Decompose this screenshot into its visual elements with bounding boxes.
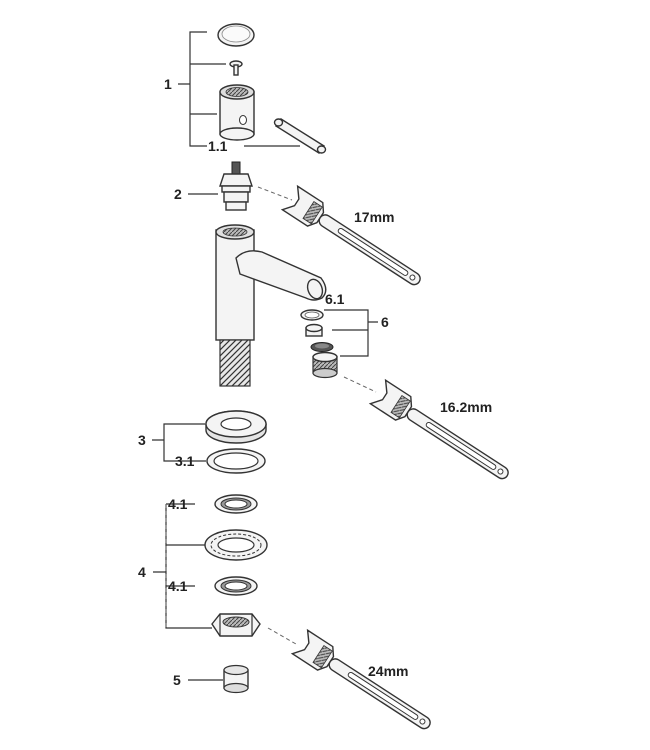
label-1-1: 1.1 <box>208 138 228 154</box>
wrench-16-2mm-size: 16.2mm <box>440 399 492 415</box>
label-3: 3 <box>138 432 146 448</box>
label-6: 6 <box>381 314 389 330</box>
bracket-4 <box>153 503 212 629</box>
screw <box>229 60 243 76</box>
wrench-17mm-size: 17mm <box>354 209 394 225</box>
label-4-1-bottom: 4.1 <box>168 578 188 594</box>
label-6-1: 6.1 <box>325 291 345 307</box>
label-4: 4 <box>138 564 146 580</box>
washer-4 <box>204 529 268 561</box>
hex-nut <box>211 613 261 637</box>
aerator-ring <box>305 323 323 337</box>
label-5: 5 <box>173 672 181 688</box>
label-2: 2 <box>174 186 182 202</box>
ring-4-1-bottom <box>214 576 258 596</box>
cap-disc <box>217 23 255 47</box>
ring-4-1-top <box>214 494 258 514</box>
bracket-3 <box>152 423 206 462</box>
wrench-24mm <box>290 628 431 730</box>
label-3-1: 3.1 <box>175 453 195 469</box>
bracket-1 <box>178 31 226 147</box>
tool-line-17mm <box>257 186 293 201</box>
sleeve-5 <box>223 664 249 694</box>
aerator-housing <box>312 351 338 379</box>
washer-3-1 <box>206 448 266 474</box>
bracket-6 <box>324 309 378 357</box>
wrench-24mm-size: 24mm <box>368 663 408 679</box>
aerator-group: 6.1 6 <box>300 291 389 379</box>
handle-group: 1 1.1 <box>164 23 327 154</box>
label-1: 1 <box>164 76 172 92</box>
wrench-16-2mm <box>368 378 509 480</box>
handle-body <box>219 84 255 141</box>
faucet-body <box>215 224 327 387</box>
tool-line-24mm <box>267 627 297 645</box>
lever-rod <box>273 118 327 154</box>
label-4-1-top: 4.1 <box>168 496 188 512</box>
wrench-17mm <box>280 184 421 286</box>
aerator-insert <box>310 342 334 352</box>
washer-3 <box>205 410 267 444</box>
tool-line-16mm <box>343 376 377 393</box>
cartridge <box>219 161 253 211</box>
